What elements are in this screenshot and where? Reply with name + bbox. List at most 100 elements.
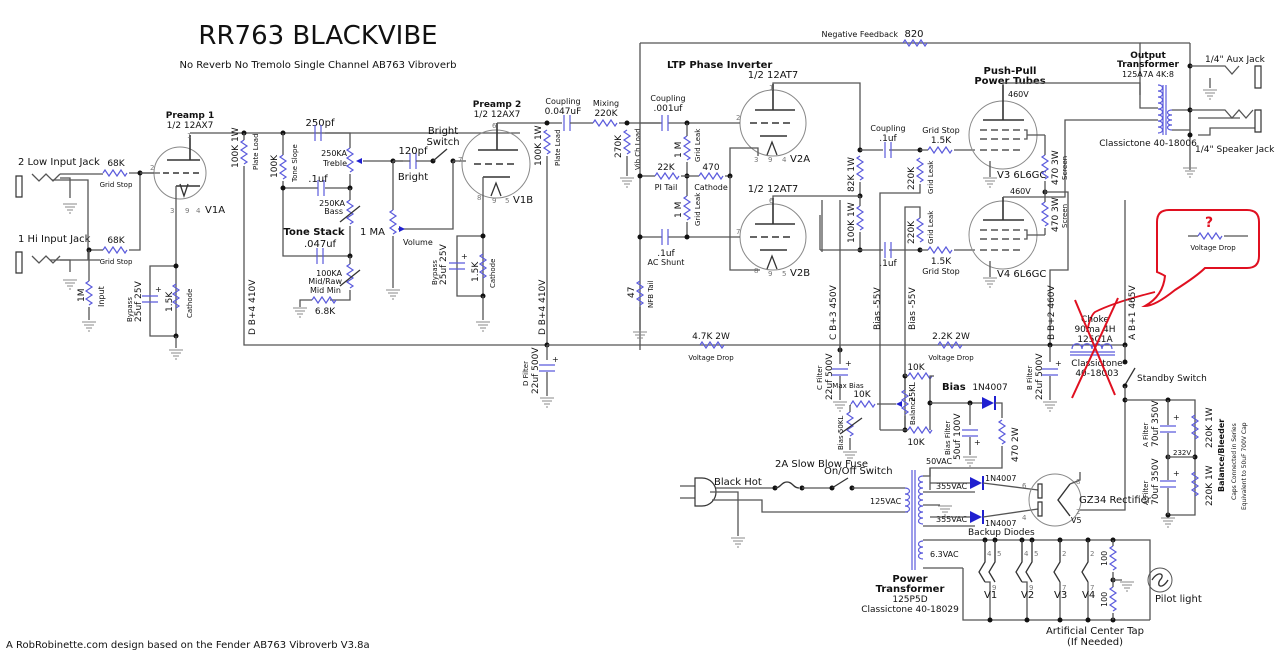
v1a-plate-resistor-label: Plate Load <box>252 133 260 170</box>
aux-jack[interactable] <box>1190 65 1262 100</box>
tube-v1a[interactable] <box>153 135 207 210</box>
preamp2-tube-type: 1/2 12AX7 <box>474 110 521 120</box>
v4-screen-resistor-label: Screen <box>1061 204 1069 228</box>
volume-pot[interactable] <box>389 209 405 235</box>
max-bias-label: Max Bias <box>832 382 864 390</box>
on-off-switch[interactable] <box>829 477 855 491</box>
v1b-bypass-label: Bypass <box>431 260 439 285</box>
v1a-pin-plate: 1 <box>187 132 191 140</box>
choke-model: 125C1A <box>1077 335 1113 345</box>
preamp1-tube-type: 1/2 12AX7 <box>167 121 214 131</box>
bias-pot[interactable] <box>839 405 863 450</box>
tube-v1b[interactable] <box>461 123 531 236</box>
tube-v3[interactable] <box>968 85 1045 188</box>
mid-pot[interactable] <box>330 256 361 301</box>
tube-v4[interactable] <box>968 197 1045 288</box>
v2b-tube-type: 1/2 12AT7 <box>748 184 799 195</box>
pi-cathode-resistor-label: Cathode <box>694 183 728 192</box>
v5-pin-4: 4 <box>1022 514 1027 522</box>
v1a-cathode-resistor-value: 1.5K <box>165 291 175 312</box>
pi-tail-resistor-value: 22K <box>657 163 675 173</box>
low-input-jack[interactable] <box>15 173 89 260</box>
aux-jack-label: 1/4" Aux Jack <box>1205 55 1266 65</box>
standby-switch[interactable] <box>1122 359 1136 389</box>
v2a-pin-plate: 1 <box>769 84 773 92</box>
tone-slope-resistor-value: 100K <box>270 154 280 178</box>
equivalent-cap-note: Equivalent to 50uF 700V Cap <box>1241 422 1248 510</box>
mid-min-resistor-value: 6.8K <box>315 307 336 317</box>
rectifier-tube-v5[interactable] <box>1028 472 1082 527</box>
bright-switch[interactable] <box>430 148 456 164</box>
rail-d-label-1: D B+4 410V <box>248 279 258 335</box>
bias-filter-value: 50uf 100V <box>953 413 963 460</box>
center-tap-resistor-2-value: 100 <box>1100 592 1109 607</box>
balance-pot[interactable] <box>896 389 909 415</box>
preamp2-title: Preamp 2 <box>473 100 521 110</box>
heater-v3-label: V3 <box>1054 590 1067 601</box>
plus-sign: + <box>461 252 468 261</box>
v1b-pin-heater1: 9 <box>492 197 496 205</box>
balance-pot-value: 25KL <box>908 382 917 402</box>
b-filter-label: B Filter <box>1026 366 1034 390</box>
heater-v4-label: V4 <box>1082 590 1095 601</box>
plus-sign: + <box>974 438 981 447</box>
rectifier-id: V5 <box>1071 516 1082 525</box>
bass-pot-label: Bass <box>324 207 343 216</box>
fuse <box>772 481 805 491</box>
grid-leak-b-value: 1 M <box>674 202 684 218</box>
mixing-resistor-label: Mixing <box>593 99 619 108</box>
grid-stop-hi-value: 68K <box>107 236 125 246</box>
heater-v2-pin: 9 <box>1029 584 1033 592</box>
mid-pot-label: Mid/Raw <box>308 277 342 286</box>
bass-pot[interactable] <box>339 188 361 256</box>
voltage-drop-1-label: Voltage Drop <box>688 354 734 362</box>
series-caps-note: Caps Connected in Series <box>1231 423 1238 500</box>
v1b-bypass-value: 25uf 25V <box>439 243 449 285</box>
vib-load-resistor-label: Vib Ch Load <box>634 128 642 170</box>
v5-pin-2: 2 <box>1076 508 1080 516</box>
v1b-pin-cathode: 8 <box>477 194 481 202</box>
speaker-jack[interactable] <box>1182 109 1262 178</box>
bias-title: Bias <box>942 382 966 393</box>
ac-plug <box>680 477 717 507</box>
phase-inverter-section: Negative Feedback 820 LTP Phase Inverter… <box>547 29 1141 412</box>
voltage-drop-1-value: 4.7K 2W <box>692 332 730 342</box>
v5-pin-8: 8 <box>1076 478 1080 486</box>
preamp1-section: Preamp 1 1/2 12AX7 1 2 3 9 4 V1A 100K 1W… <box>126 111 545 360</box>
ac-shunt-cap-value: .1uf <box>657 249 675 259</box>
power-transformer <box>904 470 924 570</box>
hi-input-jack[interactable] <box>15 251 100 290</box>
output-transformer-title-1: Output <box>1130 51 1166 61</box>
on-off-switch-label: On/Off Switch <box>824 466 893 477</box>
v3-grid-stop-label: Grid Stop <box>922 126 960 135</box>
bias-pot-value: Bias 50KL <box>837 416 845 450</box>
v4-grid-leak-value: 220K <box>907 220 917 244</box>
treble-pot[interactable] <box>346 147 362 188</box>
nfb-tail-resistor-label: NFB Tail <box>647 280 655 308</box>
heater-v1-label: V1 <box>984 590 997 601</box>
mid-min-label: Mid Min <box>310 286 341 295</box>
hv-winding-1-voltage: 355VAC <box>936 482 968 491</box>
c-filter-label: C Filter <box>816 365 824 390</box>
v1b-cathode-resistor-value: 1.5K <box>471 261 481 282</box>
tube-v2a[interactable] <box>739 84 807 157</box>
v3-coupling-value: .1uf <box>879 134 897 144</box>
c-filter-value: 22uf 500V <box>825 353 835 400</box>
backup-diode-1 <box>970 476 984 490</box>
mid-pot-value: 100KA <box>316 269 342 278</box>
fuse-label: 2A Slow Blow Fuse <box>775 459 868 470</box>
a-filter-midpoint-voltage: 232V <box>1173 449 1191 457</box>
heater-v4-pin: 2 <box>1090 550 1094 558</box>
primary-voltage: 125VAC <box>870 497 902 506</box>
grid-stop-hi-label: Grid Stop <box>100 258 133 266</box>
v4-label: V4 6L6GC <box>997 269 1046 280</box>
bias-resistor-bottom-value: 10K <box>907 438 925 448</box>
tube-v2b[interactable] <box>739 198 807 271</box>
d-filter-label: D Filter <box>522 361 530 386</box>
input-resistor-label: Input <box>97 286 106 307</box>
v1a-plate-resistor-value: 100K 1W <box>231 127 241 168</box>
backup-diode-1-label: 1N4007 <box>985 474 1016 483</box>
